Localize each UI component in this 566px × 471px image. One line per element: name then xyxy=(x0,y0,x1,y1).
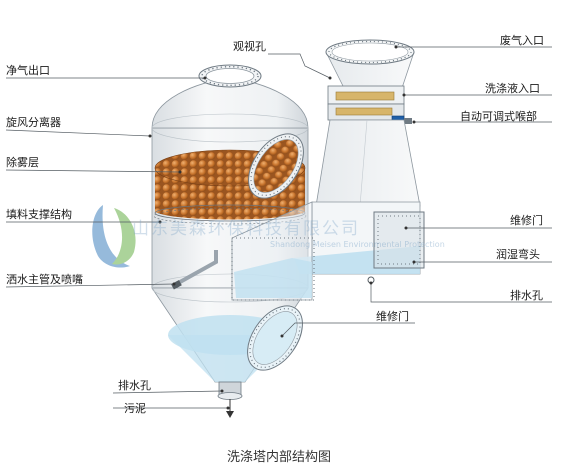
label-sprinkler: 洒水主管及喷嘴 xyxy=(6,273,83,286)
leader-lines xyxy=(5,46,552,409)
label-exhaust-inlet: 废气入口 xyxy=(500,34,544,47)
label-wet-elbow: 润湿弯头 xyxy=(496,248,540,261)
venturi-duct xyxy=(231,39,425,301)
label-wash-inlet: 洗涤液入口 xyxy=(485,82,540,95)
watermark-subtext: Shandong Meisen Environmental Protection xyxy=(270,240,445,249)
tower-round-port xyxy=(248,133,304,199)
label-packing-support: 填料支撑结构 xyxy=(6,208,72,221)
watermark-logo xyxy=(92,205,136,268)
sprinkler-pipe xyxy=(171,250,218,290)
label-sight-hole: 观视孔 xyxy=(233,40,266,53)
label-drain-bottom: 排水孔 xyxy=(118,379,151,392)
label-access-door-right: 维修门 xyxy=(510,214,543,227)
watermark-text: 山东美森环保科技有限公司 xyxy=(132,219,360,239)
label-access-door-lower: 维修门 xyxy=(376,310,409,323)
figure-caption: 洗涤塔内部结构图 xyxy=(227,450,332,465)
label-sludge: 污泥 xyxy=(124,402,146,415)
lower-access-door xyxy=(247,305,303,371)
label-throat: 自动可调式喉部 xyxy=(460,110,537,123)
leader-dots xyxy=(148,45,416,410)
label-clean-outlet: 净气出口 xyxy=(6,64,50,77)
label-cyclone: 旋风分离器 xyxy=(6,116,61,129)
clean-gas-outlet xyxy=(198,64,262,88)
label-demister: 除雾层 xyxy=(6,156,39,169)
bottom-drain xyxy=(217,381,243,418)
label-drain-right: 排水孔 xyxy=(510,289,543,302)
